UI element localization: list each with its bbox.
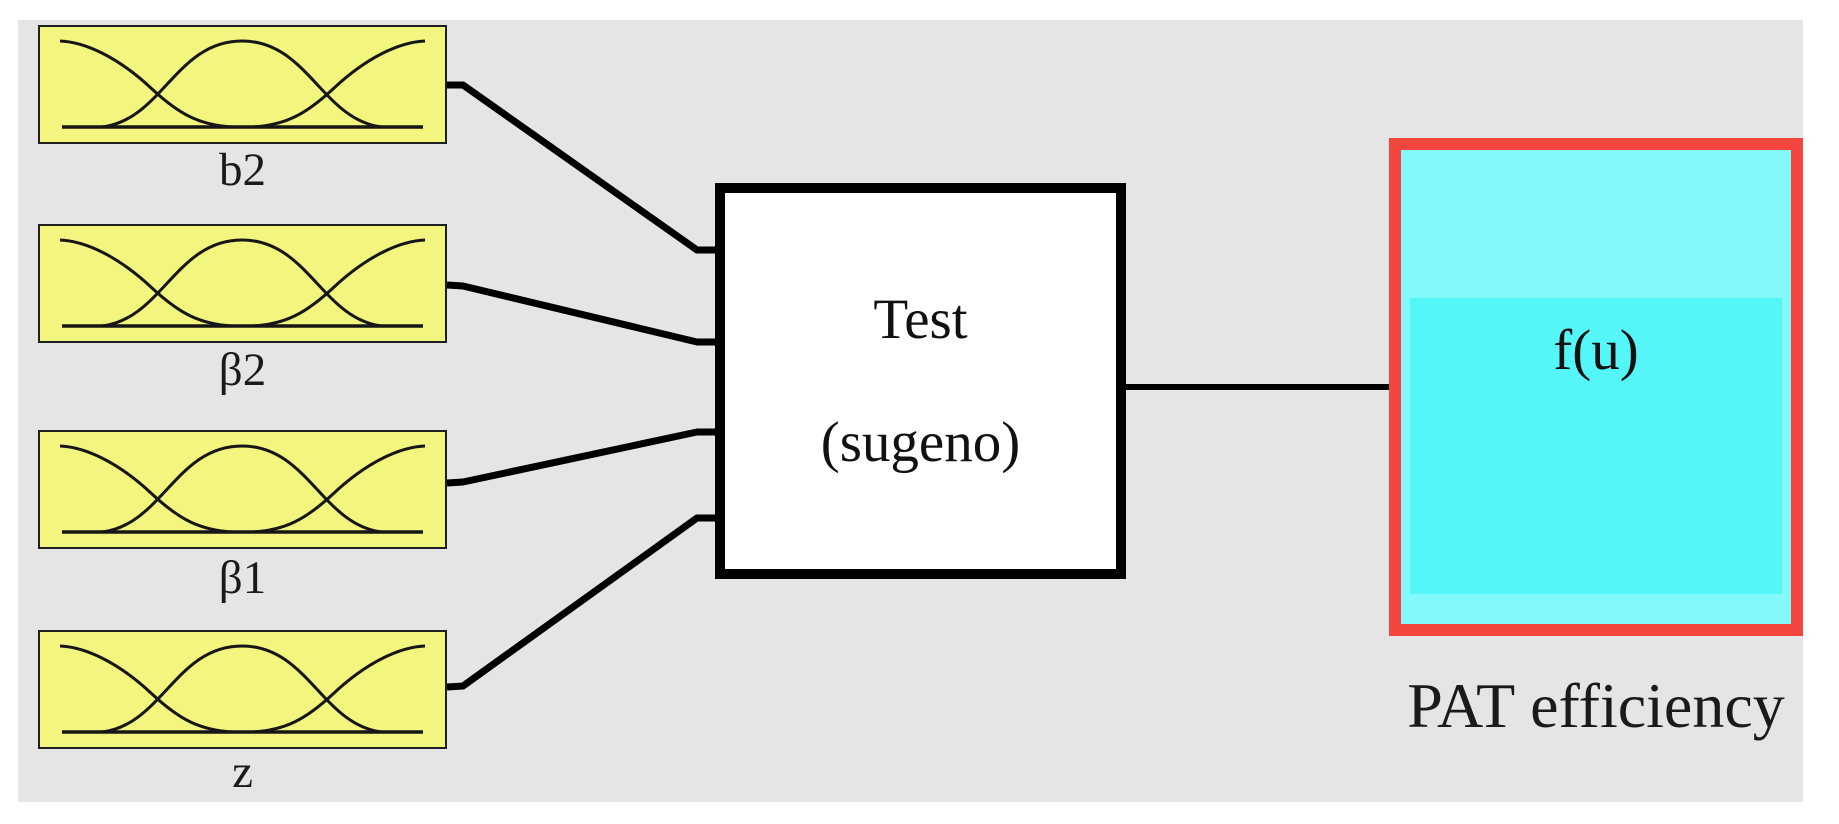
input-variable-box-beta2[interactable] — [38, 224, 447, 343]
input-label-b2: b2 — [219, 144, 266, 196]
output-box-inner-panel — [1410, 298, 1782, 594]
output-variable-name: PAT efficiency — [1407, 670, 1785, 741]
system-name: Test — [873, 288, 968, 351]
input-label-beta2: β2 — [218, 344, 267, 396]
membership-function-icon — [59, 644, 426, 734]
system-box[interactable]: Test (sugeno) — [715, 183, 1126, 579]
output-variable-box[interactable]: f(u) — [1389, 138, 1803, 636]
input-variable-box-z[interactable] — [38, 630, 447, 749]
input-variable-box-b2[interactable] — [38, 25, 447, 144]
input-label-beta1: β1 — [218, 552, 267, 604]
output-formula-label: f(u) — [1553, 319, 1639, 382]
membership-function-icon — [59, 238, 426, 328]
membership-function-icon — [59, 444, 426, 534]
input-variable-box-beta1[interactable] — [38, 430, 447, 549]
input-label-z: z — [232, 746, 253, 798]
system-type: (sugeno) — [820, 411, 1021, 474]
membership-function-icon — [59, 39, 426, 129]
